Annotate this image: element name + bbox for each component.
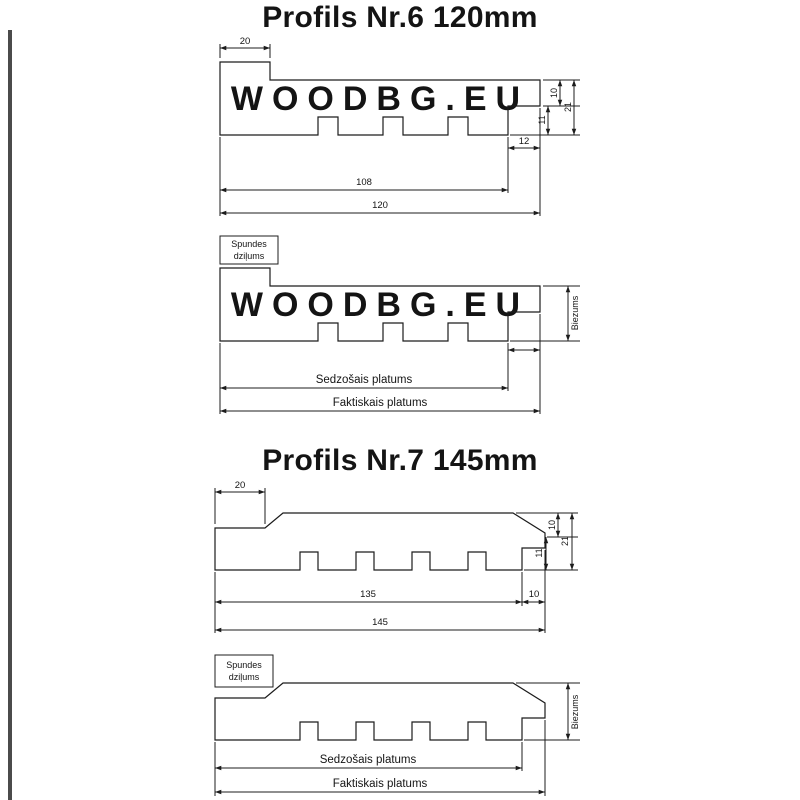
callout-box <box>219 235 279 265</box>
dim-label-120: 120 <box>372 200 388 211</box>
dim-cover-width: Sedzošais platums <box>220 374 508 391</box>
dim-cover-width: 135 <box>215 589 522 605</box>
drawing-nr7-labeled: Spundes dziļums Biezums Sedzošais platum… <box>214 654 580 796</box>
profile-nr6-outline <box>219 267 541 342</box>
drawing-nr6-labeled: WOODBG.EU Spundes dziļums Biezums Sedzoš… <box>219 235 580 414</box>
dim-total-thickness: 21 <box>560 513 575 570</box>
dim-label-10: 10 <box>547 520 557 530</box>
drawing-nr6-dimensioned: WOODBG.EU 20 10 11 21 12 108 120 <box>219 36 580 216</box>
dim-thickness: Biezums <box>565 683 580 740</box>
extension-lines <box>214 488 578 633</box>
dim-label-135: 135 <box>360 589 376 600</box>
dim-total-width: Faktiskais platums <box>215 778 545 795</box>
dim-top-thickness: 10 <box>549 80 563 106</box>
dim-tongue-width: 20 <box>220 36 270 51</box>
dim-label-20: 20 <box>240 36 251 47</box>
label-biezums: Biezums <box>570 295 580 330</box>
profile-nr6-outline <box>219 61 541 136</box>
tongue-depth-callout: Spundes dziļums <box>219 235 279 265</box>
dim-lap-width: 12 <box>507 136 540 151</box>
dim-label-10: 10 <box>549 88 559 98</box>
label-faktiskais-platums: Faktiskais platums <box>333 778 428 790</box>
dim-label-20: 20 <box>235 480 246 491</box>
label-sedzosais-platums: Sedzošais platums <box>320 754 417 766</box>
dim-thickness: Biezums <box>565 286 580 341</box>
dim-label-11: 11 <box>537 115 547 124</box>
label-dzilums: dziļums <box>234 251 265 261</box>
dim-lap-width: 10 <box>522 589 545 605</box>
label-spundes: Spundes <box>226 660 262 670</box>
dim-label-12: 12 <box>519 136 530 147</box>
profile-nr7-outline <box>214 512 546 571</box>
dim-total-width: 120 <box>220 200 540 216</box>
dim-total-thickness: 21 <box>563 80 577 135</box>
watermark-text: WOODBG.EU <box>231 286 529 324</box>
label-sedzosais-platums: Sedzošais platums <box>316 374 413 386</box>
page-title-nr7: Profils Nr.7 145mm <box>262 444 538 477</box>
drawing-nr7-dimensioned: 20 10 11 21 135 10 145 <box>214 480 578 633</box>
dim-label-21: 21 <box>560 536 570 546</box>
dim-tongue-width: 20 <box>215 480 265 495</box>
label-spundes: Spundes <box>231 239 267 249</box>
watermark-text: WOODBG.EU <box>231 80 529 118</box>
page-left-border <box>8 30 12 800</box>
label-biezums: Biezums <box>570 694 580 729</box>
dim-total-width: Faktiskais platums <box>220 397 540 414</box>
dim-label-145: 145 <box>372 617 388 628</box>
dim-label-108: 108 <box>356 177 372 188</box>
page-title-nr6: Profils Nr.6 120mm <box>262 1 538 34</box>
callout-box <box>214 654 274 688</box>
dim-label-21: 21 <box>563 102 573 112</box>
dim-top-thickness: 10 <box>547 513 561 537</box>
dim-total-width: 145 <box>215 617 545 633</box>
dim-label-10b: 10 <box>529 589 540 600</box>
dim-cover-width: 108 <box>220 177 508 193</box>
extension-lines <box>219 285 580 414</box>
dim-lap-thickness: 11 <box>537 106 551 135</box>
profile-nr7-outline <box>214 682 546 741</box>
dim-cover-width: Sedzošais platums <box>215 754 522 771</box>
label-dzilums: dziļums <box>229 672 260 682</box>
label-faktiskais-platums: Faktiskais platums <box>333 397 428 409</box>
tongue-depth-callout: Spundes dziļums <box>214 654 274 688</box>
dim-lap-thickness: 11 <box>534 537 549 570</box>
dim-label-11: 11 <box>534 548 544 557</box>
